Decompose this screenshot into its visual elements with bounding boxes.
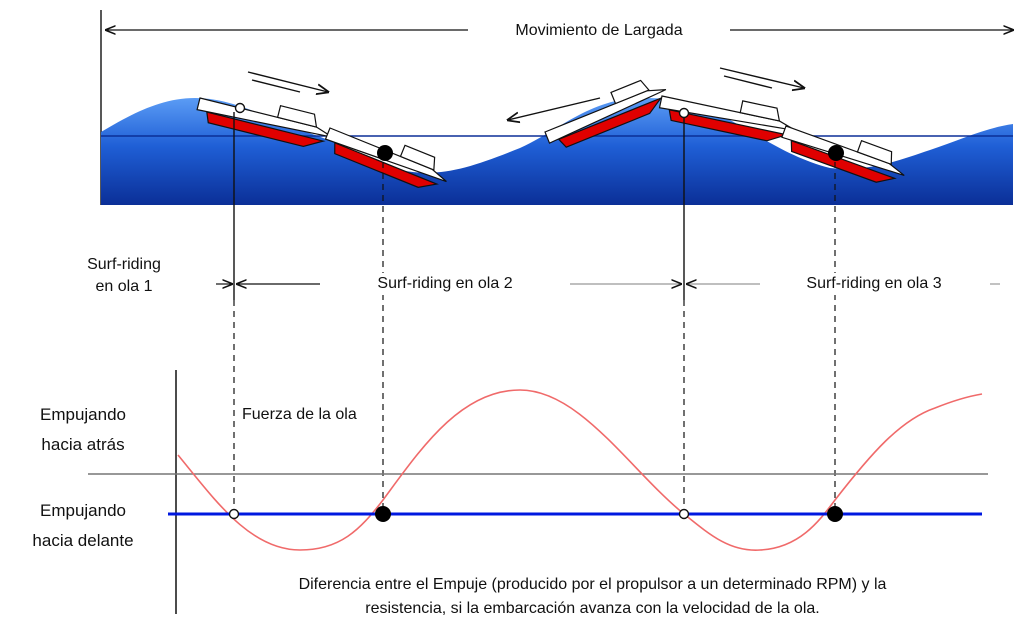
chart-caption: Diferencia entre el Empuje (producido po… xyxy=(298,576,887,617)
intersection-3-open xyxy=(678,508,690,520)
motion-arrow-4b xyxy=(723,75,773,89)
motion-arrow-4 xyxy=(719,67,804,88)
boat-3 xyxy=(544,79,667,148)
motion-arrow-back xyxy=(508,97,601,120)
pushing-back-label: Empujando hacia atrás xyxy=(39,405,126,454)
movement-label: Movimiento de Largada xyxy=(468,20,730,42)
boat-4-marker-open xyxy=(678,107,690,119)
pushing-forward-label: Empujando hacia delante xyxy=(32,501,134,550)
boat-1-marker-open xyxy=(234,102,246,114)
boat-2-marker-solid xyxy=(377,145,393,161)
sea-waves xyxy=(101,98,1013,205)
motion-arrow-1 xyxy=(247,71,328,92)
boat-4 xyxy=(658,95,797,142)
surf-riding-2-label: Surf-riding en ola 2 xyxy=(326,273,564,295)
intersection-1-open xyxy=(228,508,240,520)
wave-force-curve xyxy=(177,389,983,551)
surf-riding-1-label: Surf-riding en ola 1 xyxy=(87,256,161,295)
surf-riding-3-label: Surf-riding en ola 3 xyxy=(764,273,984,295)
intersection-4-solid xyxy=(827,506,843,522)
wave-force-label: Fuerza de la ola xyxy=(240,404,382,426)
motion-arrow-1b xyxy=(251,79,301,93)
intersection-2-solid xyxy=(375,506,391,522)
boat-5-marker-solid xyxy=(828,145,844,161)
